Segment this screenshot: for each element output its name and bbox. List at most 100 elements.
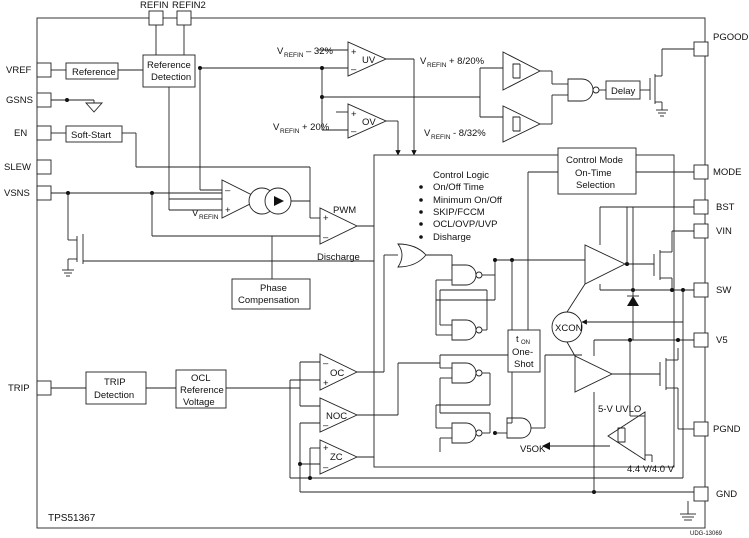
svg-text:+ 20%: + 20%	[302, 122, 330, 133]
svg-text:V: V	[420, 56, 427, 67]
vrefin-amp-label: V REFIN	[192, 208, 219, 221]
ov-comparator: + – OV	[347, 103, 388, 139]
svg-text:+: +	[225, 205, 231, 216]
svg-text:OCL: OCL	[191, 373, 211, 384]
svg-text:REFIN: REFIN	[427, 62, 447, 69]
and-gate	[506, 417, 532, 439]
svg-text:5-V UVLO: 5-V UVLO	[598, 404, 641, 415]
svg-text:Selection: Selection	[576, 180, 615, 191]
pgood-high-comparator	[502, 51, 541, 91]
svg-text:Shot: Shot	[514, 359, 534, 370]
svg-text:PGND: PGND	[713, 424, 741, 435]
svg-text:PGOOD: PGOOD	[713, 32, 749, 43]
svg-text:ON: ON	[521, 340, 530, 346]
svg-text:VIN: VIN	[716, 226, 732, 237]
pin-vsns: VSNS	[4, 185, 52, 201]
svg-text:REFIN2: REFIN2	[172, 0, 206, 11]
pin-trip: TRIP	[8, 380, 52, 396]
svg-text:–: –	[323, 462, 329, 473]
svg-text:GSNS: GSNS	[6, 95, 33, 106]
uv-comparator: + – UV	[347, 41, 388, 77]
svg-text:t: t	[516, 334, 519, 345]
control-logic-item: OCL/OVP/UVP	[433, 219, 497, 230]
svg-text:XCON: XCON	[555, 323, 583, 334]
svg-text:Detection: Detection	[151, 72, 191, 83]
svg-text:BST: BST	[716, 202, 735, 213]
pin-pgnd: PGND	[693, 421, 741, 437]
svg-text:Control Mode: Control Mode	[566, 155, 623, 166]
pin-sw: SW	[693, 282, 731, 298]
svg-text:VSNS: VSNS	[4, 188, 30, 199]
svg-text:On-Time: On-Time	[575, 168, 612, 179]
svg-text:Soft-Start: Soft-Start	[71, 130, 111, 141]
svg-text:Reference: Reference	[147, 60, 191, 71]
svg-text:SLEW: SLEW	[4, 162, 31, 173]
soft-start-block: Soft-Start	[65, 125, 123, 143]
noc-comparator: – NOC	[319, 397, 359, 433]
ocl-reference-voltage-block: OCL Reference Voltage	[175, 369, 227, 409]
pin-bst: BST	[693, 199, 735, 215]
oc-comparator: – + OC	[319, 353, 359, 391]
low-side-driver	[574, 355, 614, 393]
doc-id: UDG-13069	[690, 531, 723, 537]
svg-text:- 8/32%: - 8/32%	[453, 128, 486, 139]
lo-threshold-label: V REFIN - 8/32%	[424, 128, 486, 141]
pwm-comparator: + – PWM	[319, 205, 359, 245]
svg-text:PWM: PWM	[333, 205, 356, 216]
control-logic-item: Disharge	[433, 232, 471, 243]
pin-en: EN	[14, 125, 52, 141]
svg-text:ZC: ZC	[330, 452, 343, 463]
pin-vin: VIN	[693, 223, 732, 239]
svg-text:One-: One-	[512, 347, 533, 358]
svg-text:REFIN: REFIN	[431, 134, 451, 141]
svg-text:V5: V5	[716, 335, 728, 346]
svg-text:4.4 V/4.0 V: 4.4 V/4.0 V	[627, 464, 675, 475]
chip-name: TPS51367	[48, 513, 96, 524]
svg-text:REFIN: REFIN	[140, 0, 169, 11]
svg-text:– 32%: – 32%	[306, 46, 333, 57]
svg-text:+: +	[323, 443, 329, 454]
ov-threshold-label: V REFIN + 20%	[273, 122, 330, 135]
bootstrap-diode	[627, 290, 639, 340]
chip-outline	[36, 17, 706, 529]
control-logic-item: On/Off Time	[433, 182, 484, 193]
svg-text:–: –	[323, 420, 329, 431]
ton-one-shot-block: t ON One- Shot	[507, 329, 541, 373]
low-side-transistor	[659, 348, 694, 430]
svg-text:REFIN: REFIN	[284, 52, 304, 59]
svg-text:+: +	[323, 213, 329, 224]
uv-threshold-label: V REFIN – 32%	[277, 46, 333, 59]
svg-text:TRIP: TRIP	[104, 377, 126, 388]
svg-text:MODE: MODE	[713, 167, 742, 178]
svg-text:VREF: VREF	[6, 65, 32, 76]
svg-text:Reference: Reference	[180, 385, 224, 396]
pin-refin2: REFIN2	[172, 0, 206, 26]
svg-text:SW: SW	[716, 285, 731, 296]
svg-text:V: V	[273, 122, 280, 133]
svg-text:Reference: Reference	[72, 67, 116, 78]
pin-slew: SLEW	[4, 159, 52, 175]
pin-v5: V5	[693, 332, 728, 348]
svg-text:Phase: Phase	[260, 283, 287, 294]
pgood-low-comparator	[502, 105, 542, 143]
control-mode-block: Control Mode On-Time Selection	[557, 147, 637, 195]
pgood-nand-gate	[567, 78, 600, 102]
nand-gate	[451, 422, 483, 444]
control-logic-title: Control Logic	[433, 170, 489, 181]
svg-text:+ 8/20%: + 8/20%	[449, 56, 485, 67]
svg-text:–: –	[323, 232, 329, 243]
xcon-block: XCON	[551, 311, 583, 343]
pin-vref: VREF	[6, 62, 52, 78]
svg-text:Detection: Detection	[94, 390, 134, 401]
trip-detection-block: TRIP Detection	[85, 371, 147, 405]
svg-text:–: –	[323, 358, 329, 369]
control-logic-item: Minimum On/Off	[433, 195, 502, 206]
pin-refin: REFIN	[140, 0, 169, 26]
svg-text:UV: UV	[362, 55, 376, 66]
svg-text:Voltage: Voltage	[183, 397, 215, 408]
error-amplifier: – +	[221, 179, 262, 219]
pgood-transistor	[640, 48, 694, 117]
delay-block: Delay	[605, 80, 641, 100]
pin-pgood: PGOOD	[693, 32, 749, 57]
